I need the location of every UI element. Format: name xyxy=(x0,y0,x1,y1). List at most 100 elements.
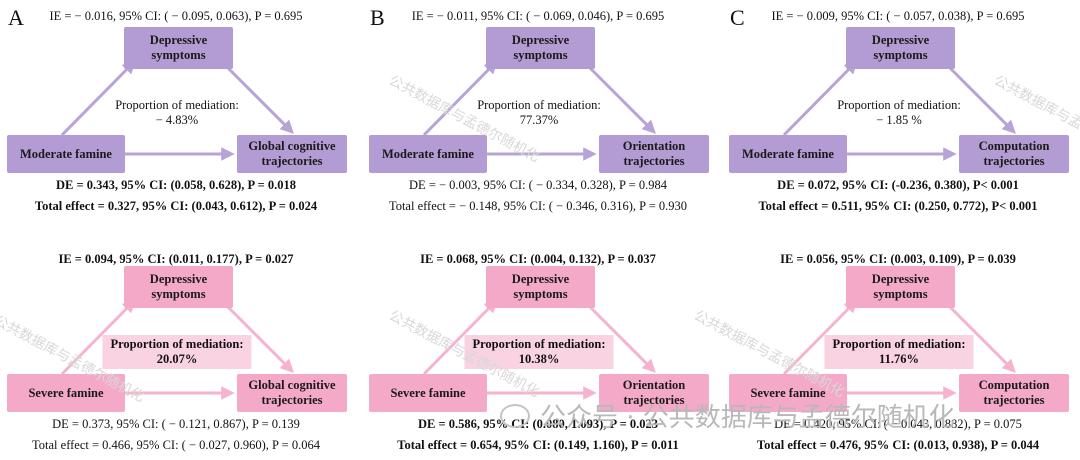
outcome-box-line: Orientation xyxy=(622,378,686,392)
proportion-label: Proportion of mediation: xyxy=(477,98,601,112)
mediator-box-line: Depressive xyxy=(149,272,208,286)
arrow-exposure-to-mediator xyxy=(782,60,858,137)
arrow-exposure-to-mediator xyxy=(422,60,498,137)
arrow-exposure-to-mediator xyxy=(60,299,136,376)
indirect-effect-text: IE = − 0.016, 95% CI: ( − 0.095, 0.063),… xyxy=(49,9,303,23)
exposure-box-text: Moderate famine xyxy=(20,146,112,161)
exposure-box-text: Severe famine xyxy=(750,385,826,400)
outcome-box-line: Global cognitive xyxy=(248,378,336,392)
exposure-box: Severe famine xyxy=(729,374,847,412)
outcome-box-line: Orientation xyxy=(622,139,686,153)
arrow-mediator-to-outcome xyxy=(582,60,656,134)
proportion-value: − 1.85 % xyxy=(876,113,922,127)
direct-effect-text: DE = − 0.003, 95% CI: ( − 0.334, 0.328),… xyxy=(409,178,667,192)
mediator-box-line: Depressive xyxy=(871,272,930,286)
mediator-box-line: Depressive xyxy=(149,33,208,47)
outcome-box-line: trajectories xyxy=(983,154,1045,168)
arrow-exposure-to-mediator xyxy=(422,299,498,376)
outcome-box-line: trajectories xyxy=(983,393,1045,407)
indirect-effect-text: IE = 0.056, 95% CI: (0.003, 0.109), P = … xyxy=(780,252,1016,266)
arrow-mediator-to-outcome xyxy=(220,60,294,134)
mediator-box-line: Depressive xyxy=(511,272,570,286)
exposure-box-text: Moderate famine xyxy=(742,146,834,161)
outcome-box-line: Global cognitive xyxy=(248,139,336,153)
wechat-logo-icon xyxy=(500,403,530,428)
outcome-box-line: trajectories xyxy=(261,393,323,407)
exposure-box-text: Severe famine xyxy=(390,385,466,400)
direct-effect-text: DE = 0.586, 95% CI: (0.080, 1.093), P = … xyxy=(418,417,658,431)
panel-letter-b: B xyxy=(370,5,385,30)
proportion-of-mediation: Proportion of mediation:− 1.85 % xyxy=(837,98,961,128)
exposure-box: Moderate famine xyxy=(729,135,847,173)
proportion-label: Proportion of mediation: xyxy=(832,337,966,351)
total-effect-text: Total effect = 0.476, 95% CI: (0.013, 0.… xyxy=(756,438,1040,452)
exposure-box: Moderate famine xyxy=(7,135,125,173)
indirect-effect-text: IE = − 0.011, 95% CI: ( − 0.069, 0.046),… xyxy=(411,9,665,23)
proportion-value: − 4.83% xyxy=(155,113,199,127)
direct-effect-text: DE = 0.343, 95% CI: (0.058, 0.628), P = … xyxy=(56,178,296,192)
arrow-mediator-to-outcome xyxy=(582,299,656,373)
mediator-box-line: symptoms xyxy=(151,48,206,62)
panel-letter-a: A xyxy=(8,5,24,30)
outcome-box-line: Computation xyxy=(978,378,1050,392)
outcome-box-line: trajectories xyxy=(261,154,323,168)
total-effect-text: Total effect = 0.511, 95% CI: (0.250, 0.… xyxy=(758,199,1038,213)
outcome-box-line: Computation xyxy=(978,139,1050,153)
outcome-box-line: trajectories xyxy=(623,154,685,168)
total-effect-text: Total effect = 0.466, 95% CI: ( − 0.027,… xyxy=(32,438,320,452)
watermark-bottom-text: 公众号 · 公共数据库与孟德尔随机化 xyxy=(540,403,955,433)
arrow-exposure-to-mediator xyxy=(782,299,858,376)
direct-effect-text: DE = 0.373, 95% CI: ( − 0.121, 0.867), P… xyxy=(52,417,300,431)
arrow-mediator-to-outcome xyxy=(942,299,1016,373)
proportion-of-mediation: Proportion of mediation:77.37% xyxy=(477,98,601,128)
mediator-box-line: Depressive xyxy=(511,33,570,47)
proportion-value: 77.37% xyxy=(519,113,559,127)
proportion-label: Proportion of mediation: xyxy=(110,337,244,351)
proportion-label: Proportion of mediation: xyxy=(837,98,961,112)
arrow-mediator-to-outcome xyxy=(220,299,294,373)
exposure-box: Moderate famine xyxy=(369,135,487,173)
exposure-box: Severe famine xyxy=(369,374,487,412)
proportion-of-mediation: Proportion of mediation:20.07% xyxy=(102,335,252,369)
proportion-label: Proportion of mediation: xyxy=(115,98,239,112)
exposure-box-text: Moderate famine xyxy=(382,146,474,161)
outcome-box-line: trajectories xyxy=(623,393,685,407)
total-effect-text: Total effect = 0.327, 95% CI: (0.043, 0.… xyxy=(34,199,318,213)
indirect-effect-text: IE = 0.094, 95% CI: (0.011, 0.177), P = … xyxy=(58,252,294,266)
proportion-of-mediation: Proportion of mediation:− 4.83% xyxy=(115,98,239,128)
arrow-exposure-to-mediator xyxy=(60,60,136,137)
exposure-box: Severe famine xyxy=(7,374,125,412)
indirect-effect-text: IE = − 0.009, 95% CI: ( − 0.057, 0.038),… xyxy=(771,9,1025,23)
mediator-box-line: symptoms xyxy=(873,48,928,62)
proportion-of-mediation: Proportion of mediation:10.38% xyxy=(464,335,614,369)
panel-letter-c: C xyxy=(730,5,745,30)
mediator-box-line: Depressive xyxy=(871,33,930,47)
proportion-value: 10.38% xyxy=(518,352,560,366)
proportion-value: 11.76% xyxy=(879,352,919,366)
direct-effect-text: DE = 0.072, 95% CI: (-0.236, 0.380), P< … xyxy=(777,178,1019,192)
total-effect-text: Total effect = − 0.148, 95% CI: ( − 0.34… xyxy=(388,199,688,213)
